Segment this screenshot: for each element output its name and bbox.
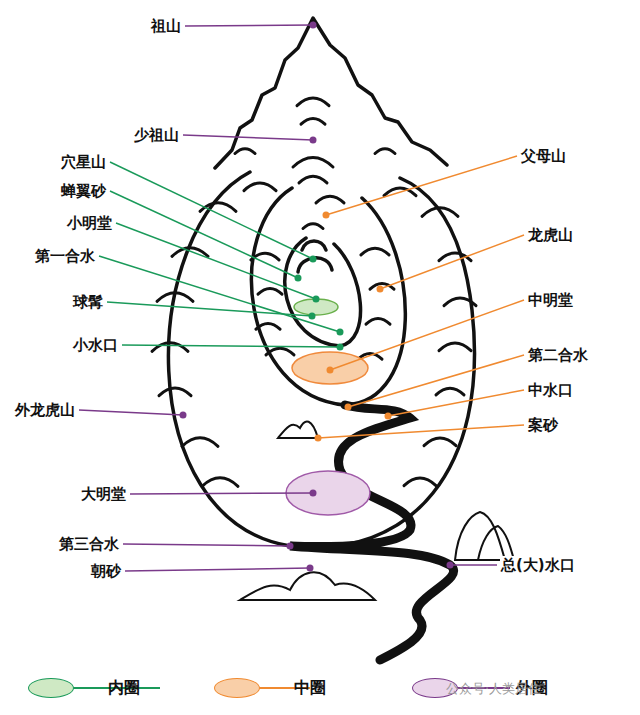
leader-line (110, 191, 298, 278)
hill-mark (301, 119, 325, 125)
leader-line (388, 390, 524, 416)
hill-mark (439, 343, 471, 351)
leader-dot (315, 435, 322, 442)
ancestor-mountain (215, 18, 447, 168)
callout-label: 父母山 (520, 147, 567, 165)
leader-line (185, 25, 313, 26)
leader-dot (385, 413, 392, 420)
hill-mark (444, 298, 476, 306)
callout-label: 球髯 (72, 293, 104, 311)
legend-text: 内圈 (108, 678, 140, 698)
leader-dot (295, 275, 302, 282)
hill-mark (436, 388, 464, 395)
callout-label: 祖山 (150, 17, 182, 35)
leader-line (99, 256, 340, 332)
leader-dot (447, 562, 454, 569)
chao-sand-hills (240, 572, 375, 600)
hill-mark (244, 183, 276, 191)
leader-line (79, 410, 183, 415)
hill-mark (159, 388, 191, 396)
callout-label: 蝉翼砂 (60, 182, 107, 200)
hill-mark (293, 158, 333, 168)
leader-line (125, 568, 310, 571)
leader-dot (310, 22, 317, 29)
leader-dot (310, 256, 317, 263)
leader-line (450, 564, 497, 566)
outer-boundary (168, 172, 474, 547)
callout-label: 第一合水 (34, 247, 96, 265)
hill-mark (152, 343, 188, 352)
callout-label: 少祖山 (133, 126, 180, 144)
outlet-hill (478, 526, 514, 560)
hill-mark (172, 248, 208, 257)
callout-label: 外龙虎山 (14, 401, 76, 419)
hill-mark (182, 438, 218, 447)
leader-line (116, 223, 316, 299)
callout-label: 总(大)水口 (500, 556, 576, 574)
legend-swatch (28, 678, 74, 698)
leader-line (183, 135, 313, 140)
leader-dot (345, 404, 352, 411)
leader-dot (323, 212, 330, 219)
hill-mark (303, 224, 323, 229)
middle-boundary (251, 188, 405, 405)
leader-dot (327, 367, 334, 374)
callout-label: 第二合水 (527, 346, 589, 364)
leader-dot (310, 490, 317, 497)
leader-dot (337, 329, 344, 336)
hill-mark (316, 196, 344, 203)
callout-label: 龙虎山 (527, 226, 574, 244)
hill-mark (422, 208, 458, 217)
hill-mark (157, 293, 193, 302)
leader-dot (337, 344, 344, 351)
hill-mark (424, 438, 456, 446)
leader-line (130, 493, 313, 494)
legend-swatch (214, 678, 260, 698)
xing-mountain (302, 241, 326, 250)
an-sand-hill (278, 421, 318, 438)
hill-mark (404, 478, 436, 486)
callout-label: 小明堂 (66, 214, 113, 232)
leader-dot (377, 286, 384, 293)
watermark: 公众号·人类居住 (446, 680, 541, 698)
callout-label: 中水口 (527, 381, 574, 399)
leader-line (348, 355, 524, 407)
leader-dot (309, 313, 316, 320)
hill-mark (258, 289, 282, 295)
leader-line (110, 162, 313, 259)
leader-dot (180, 412, 187, 419)
hill-mark (297, 98, 329, 106)
leader-dot (307, 565, 314, 572)
leader-line (380, 235, 524, 289)
leader-line (318, 425, 524, 438)
leader-line (326, 156, 517, 215)
callout-label: 案砂 (527, 416, 559, 434)
hill-mark (375, 149, 395, 154)
hill-mark (266, 348, 294, 355)
leader-line (107, 302, 312, 316)
hill-mark (235, 149, 255, 154)
callout-label: 中明堂 (527, 291, 574, 309)
callout-label: 大明堂 (80, 485, 127, 503)
leader-line (122, 345, 340, 347)
leader-dot (287, 543, 294, 550)
hill-mark (299, 176, 327, 183)
leader-dot (310, 137, 317, 144)
callout-label: 朝砂 (90, 562, 122, 580)
hill-mark (202, 478, 238, 487)
leader-dot (313, 296, 320, 303)
hill-mark (256, 324, 280, 330)
middle-hall (292, 352, 368, 384)
callout-label: 第三合水 (58, 535, 120, 553)
leader-line (123, 544, 290, 546)
callout-label: 小水口 (72, 336, 119, 354)
hill-mark (361, 248, 389, 255)
callout-label: 穴星山 (60, 153, 107, 171)
legend-text: 中圈 (294, 678, 326, 698)
leader-line (330, 300, 524, 370)
hill-mark (366, 319, 390, 325)
